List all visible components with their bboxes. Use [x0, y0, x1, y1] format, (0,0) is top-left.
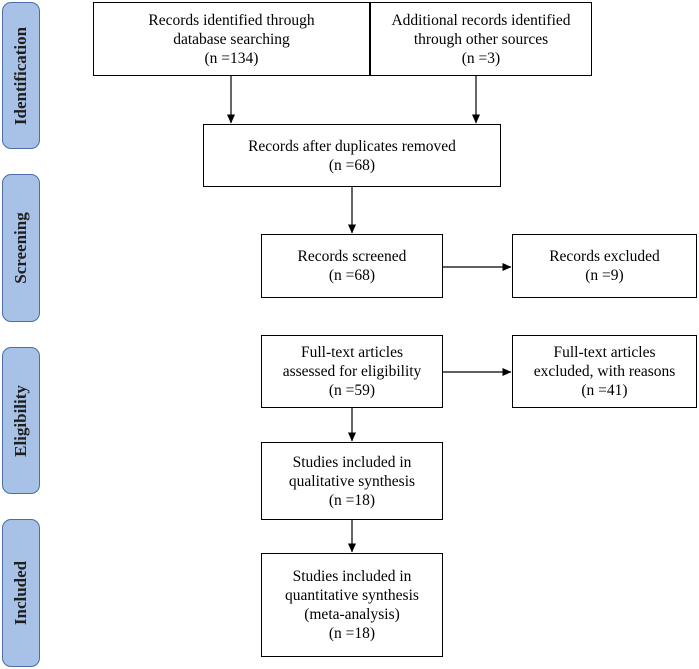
phase-identification-label: Identification [11, 26, 30, 125]
database-search-line2: database searching [173, 30, 290, 48]
box-records-screened: Records screened (n =68) [261, 234, 443, 298]
phase-identification: Identification [2, 2, 40, 149]
records-excluded-line1: Records excluded [549, 248, 660, 265]
quantitative-line1: Studies included in [292, 568, 412, 585]
fulltext-assessed-line1: Full-text articles [300, 344, 403, 361]
quantitative-count: (n =18) [328, 625, 376, 642]
box-other-sources: Additional records identified through ot… [370, 2, 592, 76]
phase-included: Included [2, 519, 40, 667]
duplicates-removed-line1: Records after duplicates removed [248, 137, 456, 155]
box-fulltext-assessed: Full-text articles assessed for eligibil… [261, 335, 443, 408]
fulltext-excluded-line2: excluded, with reasons [533, 363, 676, 380]
other-sources-line2: through other sources [413, 30, 549, 48]
database-search-line1: Records identified through [148, 11, 315, 29]
records-screened-count: (n =68) [328, 267, 376, 284]
other-sources-line1: Additional records identified [391, 11, 571, 29]
phase-screening-label: Screening [11, 212, 30, 284]
qualitative-line1: Studies included in [292, 453, 412, 471]
other-sources-count: (n =3) [461, 49, 501, 67]
qualitative-count: (n =18) [328, 491, 376, 509]
quantitative-line3: (meta-analysis) [304, 606, 400, 623]
records-screened-line1: Records screened [297, 248, 407, 265]
phase-included-label: Included [11, 560, 30, 626]
quantitative-line2: quantitative synthesis [285, 587, 419, 604]
phase-screening: Screening [2, 174, 40, 322]
fulltext-excluded-line1: Full-text articles [553, 344, 656, 361]
fulltext-excluded-count: (n =41) [581, 382, 628, 399]
box-fulltext-excluded: Full-text articles excluded, with reason… [512, 335, 697, 408]
box-records-excluded: Records excluded (n =9) [512, 234, 697, 298]
records-excluded-count: (n =9) [585, 267, 624, 284]
fulltext-assessed-line2: assessed for eligibility [282, 363, 422, 380]
fulltext-assessed-count: (n =59) [328, 382, 376, 399]
box-duplicates-removed: Records after duplicates removed (n =68) [203, 124, 501, 187]
phase-eligibility: Eligibility [2, 347, 40, 494]
box-database-search: Records identified through database sear… [93, 2, 370, 76]
database-search-count: (n =134) [204, 49, 259, 67]
phase-eligibility-label: Eligibility [11, 384, 30, 457]
box-qualitative-synthesis: Studies included in qualitative synthesi… [261, 442, 443, 520]
box-quantitative-synthesis: Studies included in quantitative synthes… [261, 553, 443, 657]
duplicates-removed-count: (n =68) [328, 156, 376, 174]
qualitative-line2: qualitative synthesis [288, 472, 416, 490]
